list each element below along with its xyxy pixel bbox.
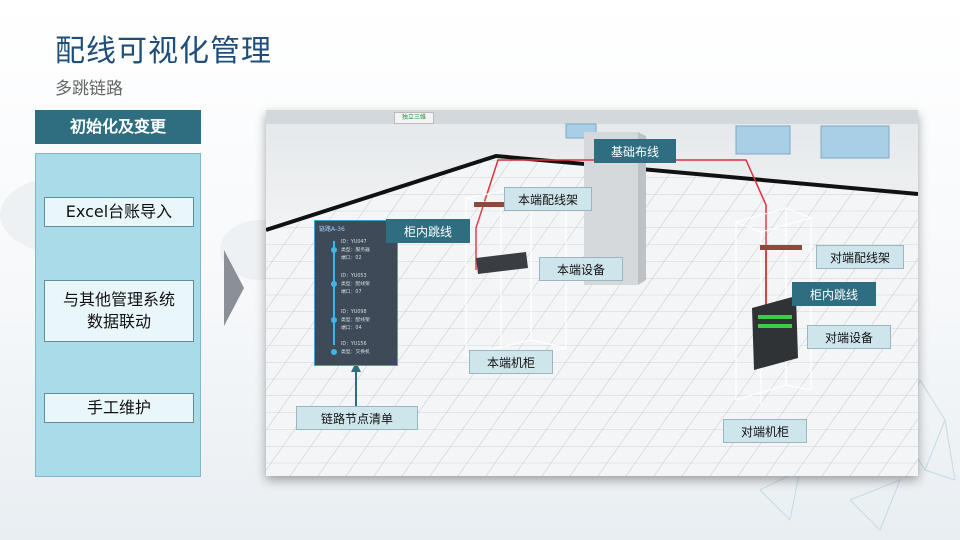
- node-port: 端口：02: [341, 256, 362, 261]
- node-dot-icon: [331, 349, 337, 355]
- in-cabinet-jumper-right-label: 柜内跳线: [792, 282, 876, 306]
- node-id: ID：YU156: [341, 342, 367, 347]
- system-linkage-button[interactable]: 与其他管理系统 数据联动: [44, 280, 194, 342]
- page-subtitle: 多跳链路: [55, 79, 123, 99]
- remote-device-label: 对端设备: [807, 325, 891, 349]
- local-patch-panel-shape: [474, 202, 514, 207]
- node-type: 类型：配线架: [341, 318, 370, 323]
- node-type: 类型：配线架: [341, 282, 370, 287]
- link-node-panel: 链路A-36 ID：YU047 类型：服务器 端口：02 ID：YU053 类型…: [314, 220, 398, 366]
- link-name: 链路A-36: [319, 226, 345, 233]
- remote-cabinet-label: 对端机柜: [723, 419, 807, 443]
- node-dot-icon: [331, 281, 337, 287]
- node-port: 端口：04: [341, 326, 362, 331]
- node-id: ID：YU098: [341, 310, 367, 315]
- method-panel: Excel台账导入 与其他管理系统 数据联动 手工维护: [35, 153, 201, 477]
- node-type: 类型：服务器: [341, 248, 370, 253]
- manual-maintenance-button[interactable]: 手工维护: [44, 393, 194, 423]
- list-item[interactable]: ID：YU098 类型：配线架 端口：04: [315, 307, 397, 337]
- 3d-scene-view[interactable]: 独立三维 链路A-36 ID：YU047 类型：服务器 端口：02 ID：YU0…: [266, 110, 918, 476]
- node-dot-icon: [331, 317, 337, 323]
- page-title: 配线可视化管理: [55, 34, 272, 69]
- in-cabinet-jumper-left-label: 柜内跳线: [386, 219, 470, 243]
- system-linkage-label-line2: 数据联动: [86, 312, 151, 331]
- link-node-list-label: 链路节点清单: [296, 406, 418, 430]
- local-cabinet-label: 本端机柜: [469, 350, 553, 374]
- excel-import-label: Excel台账导入: [65, 202, 173, 221]
- excel-import-button[interactable]: Excel台账导入: [44, 197, 194, 227]
- init-change-heading: 初始化及变更: [35, 110, 201, 144]
- manual-maintenance-label: 手工维护: [86, 398, 151, 417]
- node-port: 端口：07: [341, 290, 362, 295]
- local-patch-panel-label: 本端配线架: [504, 187, 592, 211]
- link-path-line: [333, 241, 335, 345]
- list-item[interactable]: ID：YU047 类型：服务器 端口：02: [315, 237, 397, 267]
- list-item[interactable]: ID：YU053 类型：配线架 端口：07: [315, 271, 397, 301]
- local-device-label: 本端设备: [539, 257, 623, 281]
- node-dot-icon: [331, 247, 337, 253]
- node-id: ID：YU053: [341, 274, 367, 279]
- node-id: ID：YU047: [341, 240, 367, 245]
- chevron-right-icon: [224, 250, 244, 326]
- node-type: 类型：交换机: [341, 350, 370, 355]
- system-linkage-label-line1: 与其他管理系统: [62, 290, 175, 309]
- base-cabling-label: 基础布线: [594, 139, 676, 163]
- list-item[interactable]: ID：YU156 类型：交换机: [315, 339, 397, 369]
- remote-patch-panel-label: 对端配线架: [816, 245, 904, 269]
- view-mode-tab[interactable]: 独立三维: [394, 112, 434, 124]
